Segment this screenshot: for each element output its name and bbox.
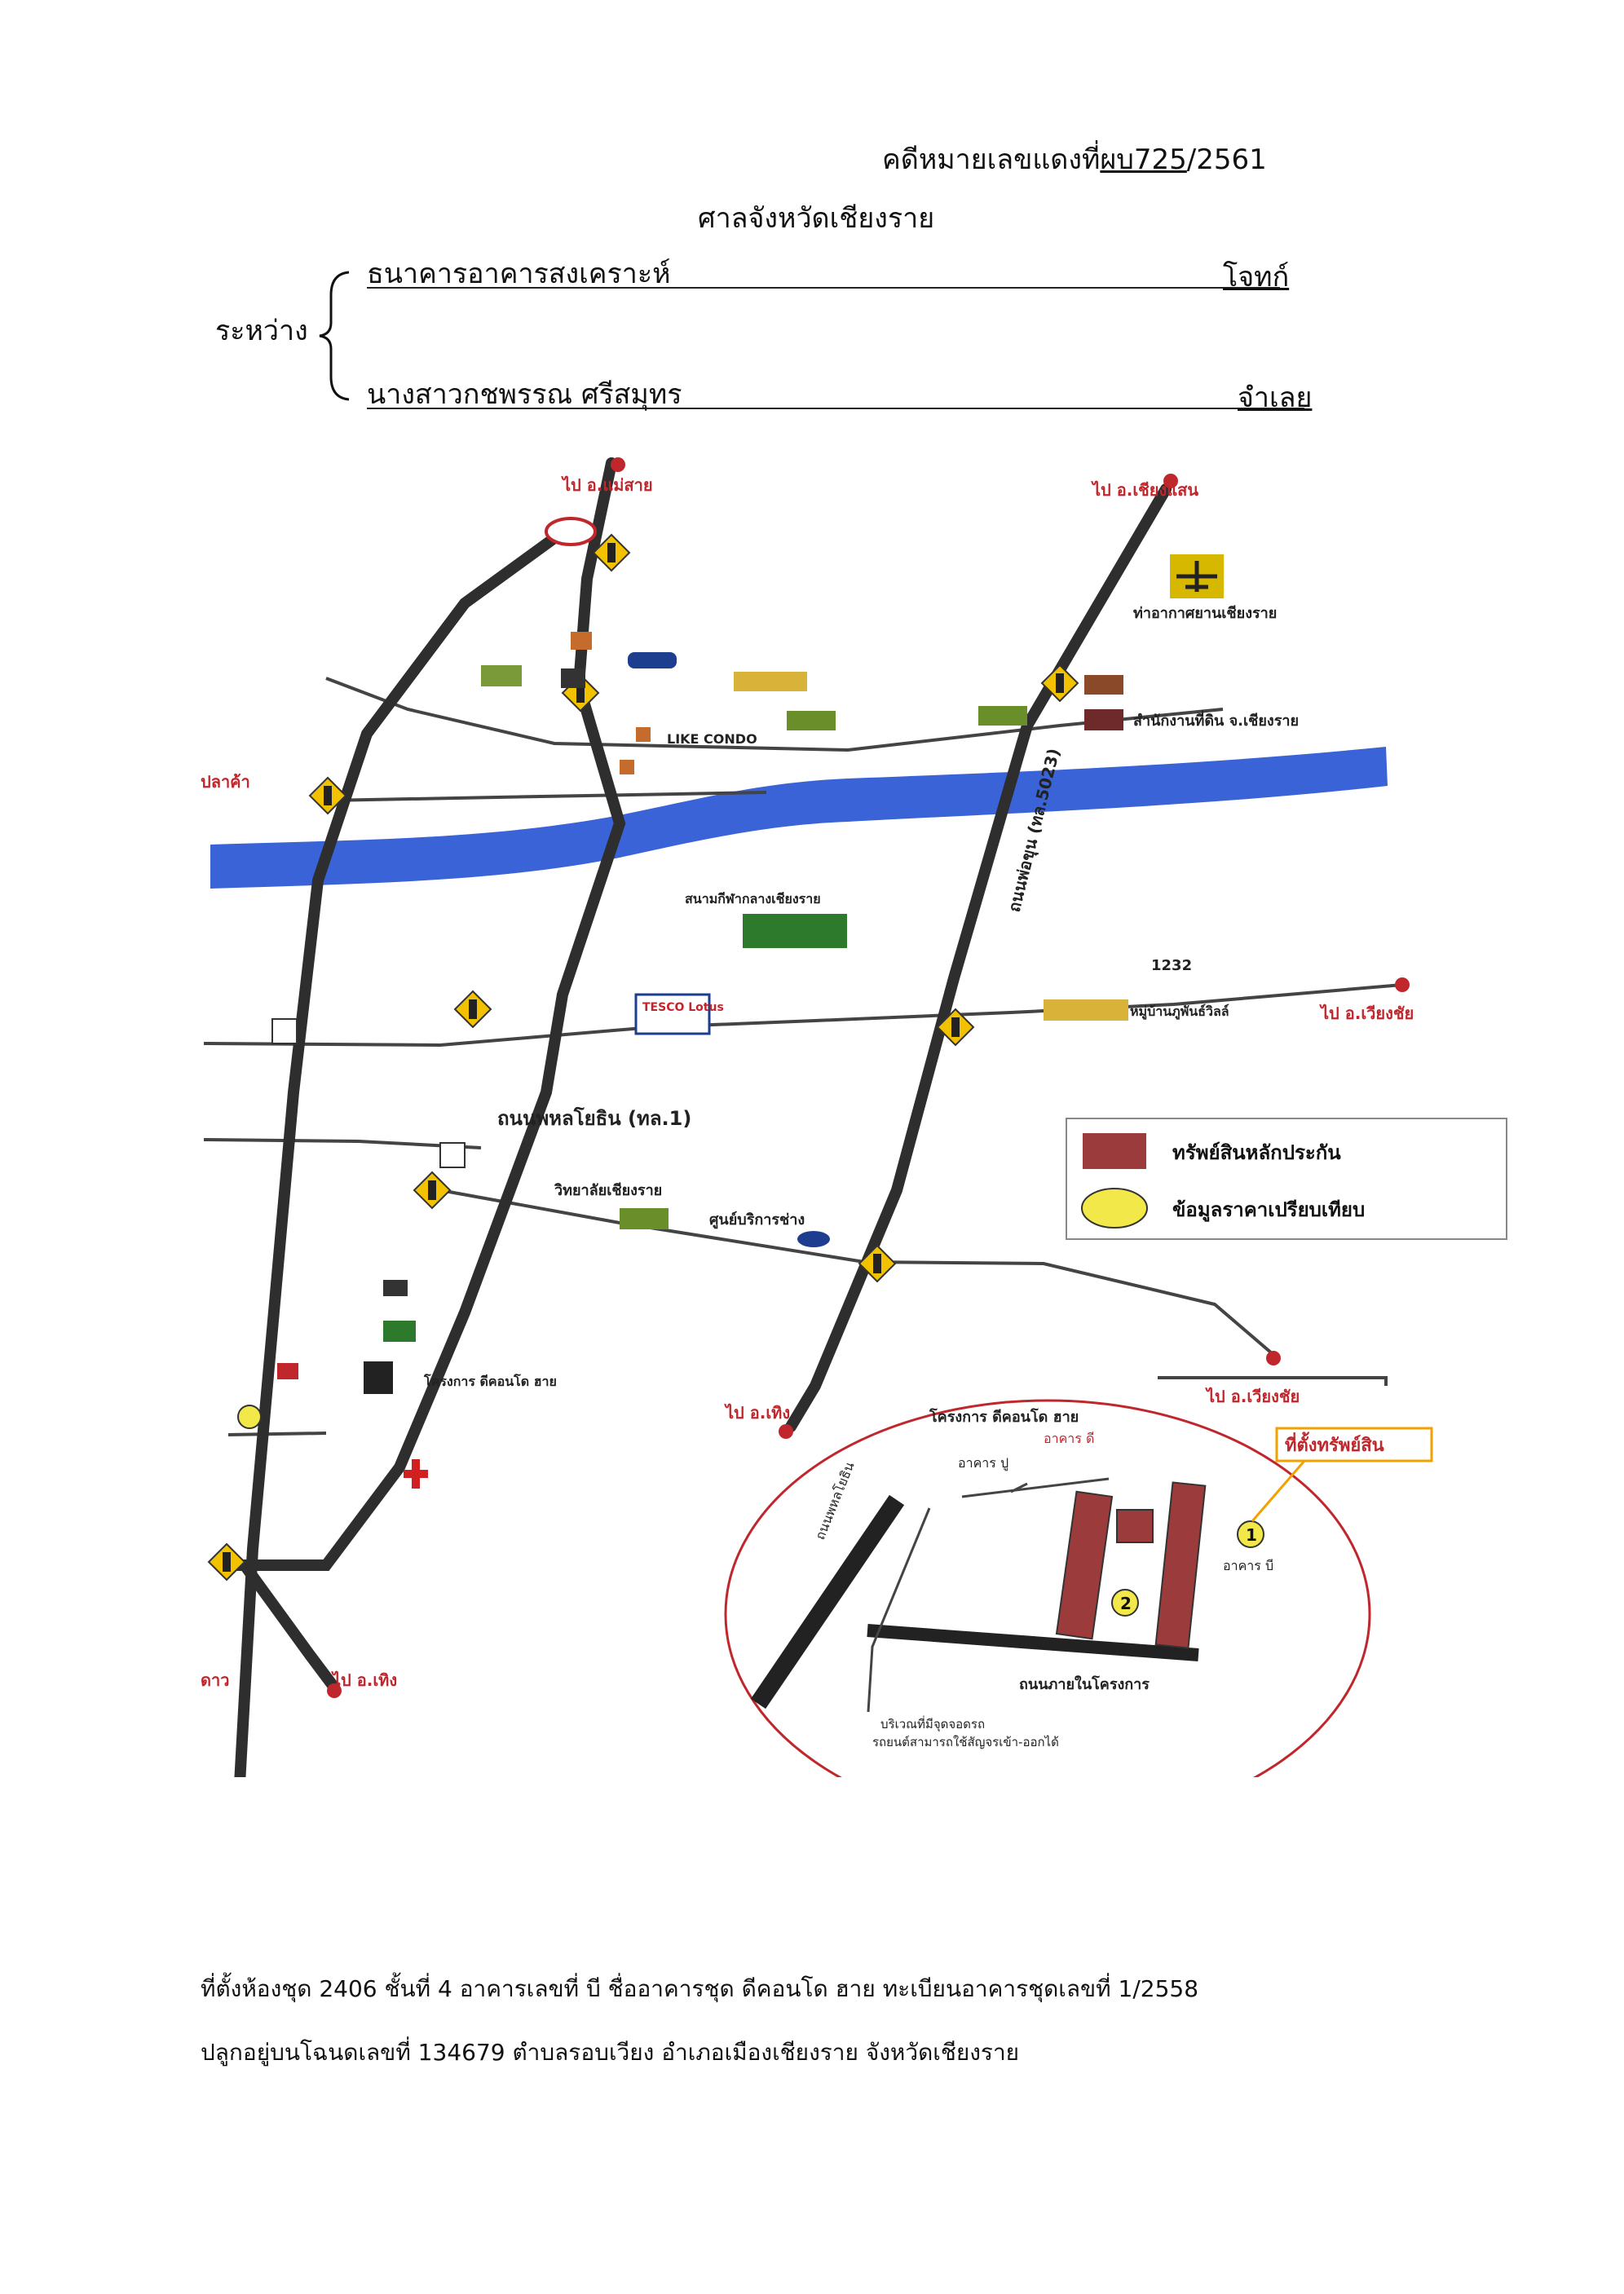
- label-airport: ท่าอากาศยานเชียงราย: [1133, 605, 1277, 622]
- court-name: ศาลจังหวัดเชียงราย: [698, 202, 935, 235]
- inset-building-mid: [1116, 1509, 1154, 1543]
- footer-line-2: ปลูกอยู่บนโฉนดเลขที่ 134679 ตำบลรอบเวียง…: [201, 2039, 1020, 2066]
- callout-pointer: [1251, 1460, 1306, 1522]
- inset-map: 1 2 ที่ตั้งทรัพย์สิน โครงการ ดีคอนโด ฮาย…: [724, 1399, 1433, 1777]
- case-year: /2561: [1186, 143, 1267, 176]
- label-tesco: TESCO Lotus: [642, 1001, 724, 1014]
- inset-project-label: โครงการ ดีคอนโด ฮาย: [929, 1408, 1079, 1426]
- label-dao: ดาว: [201, 1670, 229, 1690]
- legend-comparison-swatch: [1081, 1188, 1148, 1229]
- inset-marker-2: [1111, 1589, 1139, 1617]
- plaintiff-role: โจทก์: [1223, 261, 1290, 293]
- footer-line-1: ที่ตั้งห้องชุด 2406 ชั้นที่ 4 อาคารเลขที…: [201, 1975, 1199, 2002]
- label-to-thoeng-sw: ไป อ.เทิง: [331, 1670, 397, 1690]
- label-pla-kha: ปลาค้า: [201, 772, 250, 792]
- plaintiff-name: ธนาคารอาคารสงเคราะห์: [367, 258, 671, 290]
- label-stadium: สนามกีฬากลางเชียงราย: [685, 891, 821, 907]
- callout-label: ที่ตั้งทรัพย์สิน: [1285, 1432, 1384, 1456]
- label-service-center: ศูนย์บริการช่าง: [709, 1211, 805, 1229]
- callout-box: [1275, 1427, 1433, 1462]
- label-road-1232: 1232: [1151, 957, 1192, 974]
- location-map: ไป อ.แม่สาย ไป อ.เชียงแสน ไป อ.เวียงชัย …: [201, 457, 1507, 1777]
- legend: ทรัพย์สินหลักประกัน ข้อมูลราคาเปรียบเทีย…: [1066, 1118, 1507, 1240]
- inset-building-a: อาคาร ปู: [958, 1455, 1008, 1471]
- label-to-mae-sai: ไป อ.แม่สาย: [561, 475, 653, 495]
- case-label: คดีหมายเลขแดงที่: [882, 143, 1101, 176]
- case-number: ผบ725: [1100, 143, 1187, 176]
- label-land-office: สำนักงานที่ดิน จ.เชียงราย: [1133, 710, 1299, 730]
- inset-marker-1-label: 1: [1246, 1525, 1257, 1545]
- inset-note-2: รถยนต์สามารถใช้สัญจรเข้า-ออกได้: [872, 1735, 1059, 1749]
- label-to-wiang-chai-east: ไป อ.เวียงชัย: [1319, 1004, 1414, 1023]
- defendant-role: จำเลย: [1238, 382, 1313, 414]
- inset-marker-1: [1237, 1520, 1264, 1548]
- river: [210, 747, 1388, 889]
- legend-comparison-label: ข้อมูลราคาเปรียบเทียบ: [1172, 1198, 1365, 1222]
- legend-collateral-label: ทรัพย์สินหลักประกัน: [1172, 1141, 1341, 1164]
- label-to-chiang-saen: ไป อ.เชียงแสน: [1091, 480, 1198, 500]
- label-like-condo: LIKE CONDO: [667, 731, 757, 747]
- inset-building-right: [1154, 1481, 1207, 1649]
- road-end-dots: [327, 457, 1410, 1698]
- label-phahonyothin: ถนนพหลโยธิน (ทล.1): [497, 1106, 691, 1130]
- brace-icon: [319, 271, 350, 401]
- defendant-name: นางสาวกชพรรณ ศรีสมุทร: [367, 378, 682, 411]
- inset-note-1: บริเวณที่มีจุดจอดรถ: [880, 1715, 985, 1732]
- defendant-underline: [367, 408, 1304, 409]
- inset-marker-2-label: 2: [1120, 1594, 1132, 1613]
- label-project-top: โครงการ ดีคอนโด ฮาย: [423, 1373, 557, 1389]
- inset-road-bottom: ถนนภายในโครงการ: [1019, 1675, 1150, 1693]
- traffic-signals: [207, 533, 1079, 1582]
- label-village: หมู่บ้านภูพันธ์วิลล์: [1130, 1004, 1229, 1021]
- inset-building-b: อาคาร บี: [1223, 1558, 1273, 1573]
- inset-building-c: อาคาร ดี: [1044, 1431, 1094, 1446]
- legend-collateral-swatch: [1083, 1133, 1146, 1169]
- label-school: วิทยาลัยเชียงราย: [554, 1182, 662, 1199]
- inset-building-left: [1055, 1490, 1114, 1640]
- plaintiff-underline: [367, 287, 1280, 289]
- landmark-icons: [237, 517, 1224, 1489]
- between-label: ระหว่าง: [215, 315, 308, 347]
- label-to-thoeng-center: ไป อ.เทิง: [724, 1403, 790, 1423]
- case-number-line: คดีหมายเลขแดงที่ผบ725/2561: [882, 137, 1267, 181]
- label-to-wiang-chai-south: ไป อ.เวียงชัย: [1205, 1387, 1300, 1406]
